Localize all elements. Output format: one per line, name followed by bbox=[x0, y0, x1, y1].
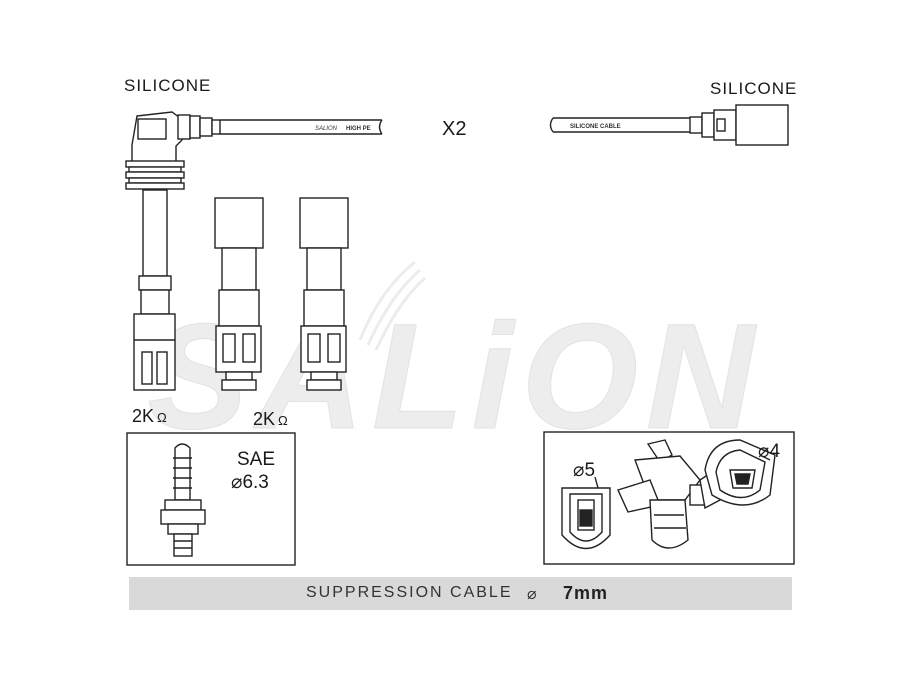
resistor-value-1: 2K bbox=[132, 406, 155, 426]
silicone-label-right: SILICONE bbox=[710, 79, 798, 98]
coil-connector-icon bbox=[617, 439, 721, 549]
plug-standard-label: SAE bbox=[237, 449, 276, 470]
quantity-label: X2 bbox=[442, 118, 467, 140]
diameter-value: 7mm bbox=[563, 583, 609, 603]
terminal-5mm-icon bbox=[561, 487, 611, 550]
cable-print-right: SILICONE CABLE bbox=[570, 124, 621, 130]
suppression-cable-bar: SUPPRESSION CABLE ⌀ 7mm bbox=[129, 577, 792, 610]
terminal-5-label: ⌀5 bbox=[573, 460, 596, 481]
spark-plug-icon bbox=[160, 443, 206, 557]
resistor-value-2: 2K bbox=[253, 409, 276, 429]
watermark-swoosh bbox=[358, 260, 426, 351]
elbow-boot-left bbox=[125, 111, 221, 391]
leader-line-5 bbox=[594, 476, 599, 489]
ohm-symbol-1: Ω bbox=[157, 410, 167, 425]
spark-plug-connector-1 bbox=[214, 197, 264, 391]
terminal-4mm-icon bbox=[704, 439, 776, 506]
spark-plug-connector-2 bbox=[299, 197, 349, 391]
plug-size-label: ⌀6.3 bbox=[231, 472, 269, 493]
spark-plug-detail-box bbox=[126, 432, 296, 566]
cable-print-type: HIGH PE bbox=[346, 126, 371, 132]
cable-left bbox=[220, 119, 383, 135]
ohm-symbol-2: Ω bbox=[278, 413, 288, 428]
straight-boot-right bbox=[549, 104, 789, 146]
diameter-symbol: ⌀ bbox=[527, 586, 539, 603]
leader-line-4 bbox=[761, 455, 771, 461]
silicone-label-left: SILICONE bbox=[124, 76, 212, 95]
suppression-cable-label: SUPPRESSION CABLE bbox=[306, 584, 513, 601]
terminal-detail-box bbox=[543, 431, 795, 565]
cable-print-brand: SALION bbox=[315, 126, 338, 132]
terminal-4-label: ⌀4 bbox=[758, 441, 781, 462]
